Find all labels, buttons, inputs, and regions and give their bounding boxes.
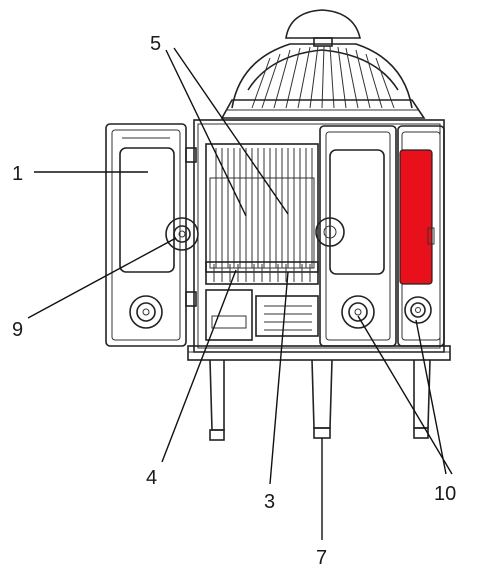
highlighted-side-glass	[399, 149, 433, 285]
callout-1: 1	[12, 163, 23, 185]
callout-9: 9	[12, 319, 23, 341]
leader-9	[27, 237, 177, 319]
leader-10a	[357, 315, 453, 475]
stove-legs	[209, 359, 431, 441]
leader-3	[269, 271, 289, 485]
callout-5: 5	[150, 33, 161, 55]
callout-labels: 1 5 9 4 3 7 10	[12, 33, 456, 569]
callout-3: 3	[264, 491, 275, 513]
stove-dome	[220, 9, 426, 119]
right-door	[315, 125, 397, 347]
leader-5a	[165, 49, 247, 217]
leader-4	[161, 269, 237, 463]
leader-lines	[27, 47, 453, 540]
left-door	[105, 123, 199, 347]
callout-7: 7	[316, 547, 327, 569]
side-panel	[397, 125, 445, 347]
leader-10b	[415, 319, 447, 475]
leader-5b	[173, 47, 289, 215]
firebox-grate	[205, 143, 319, 341]
callout-10: 10	[434, 483, 456, 505]
callout-4: 4	[146, 467, 157, 489]
